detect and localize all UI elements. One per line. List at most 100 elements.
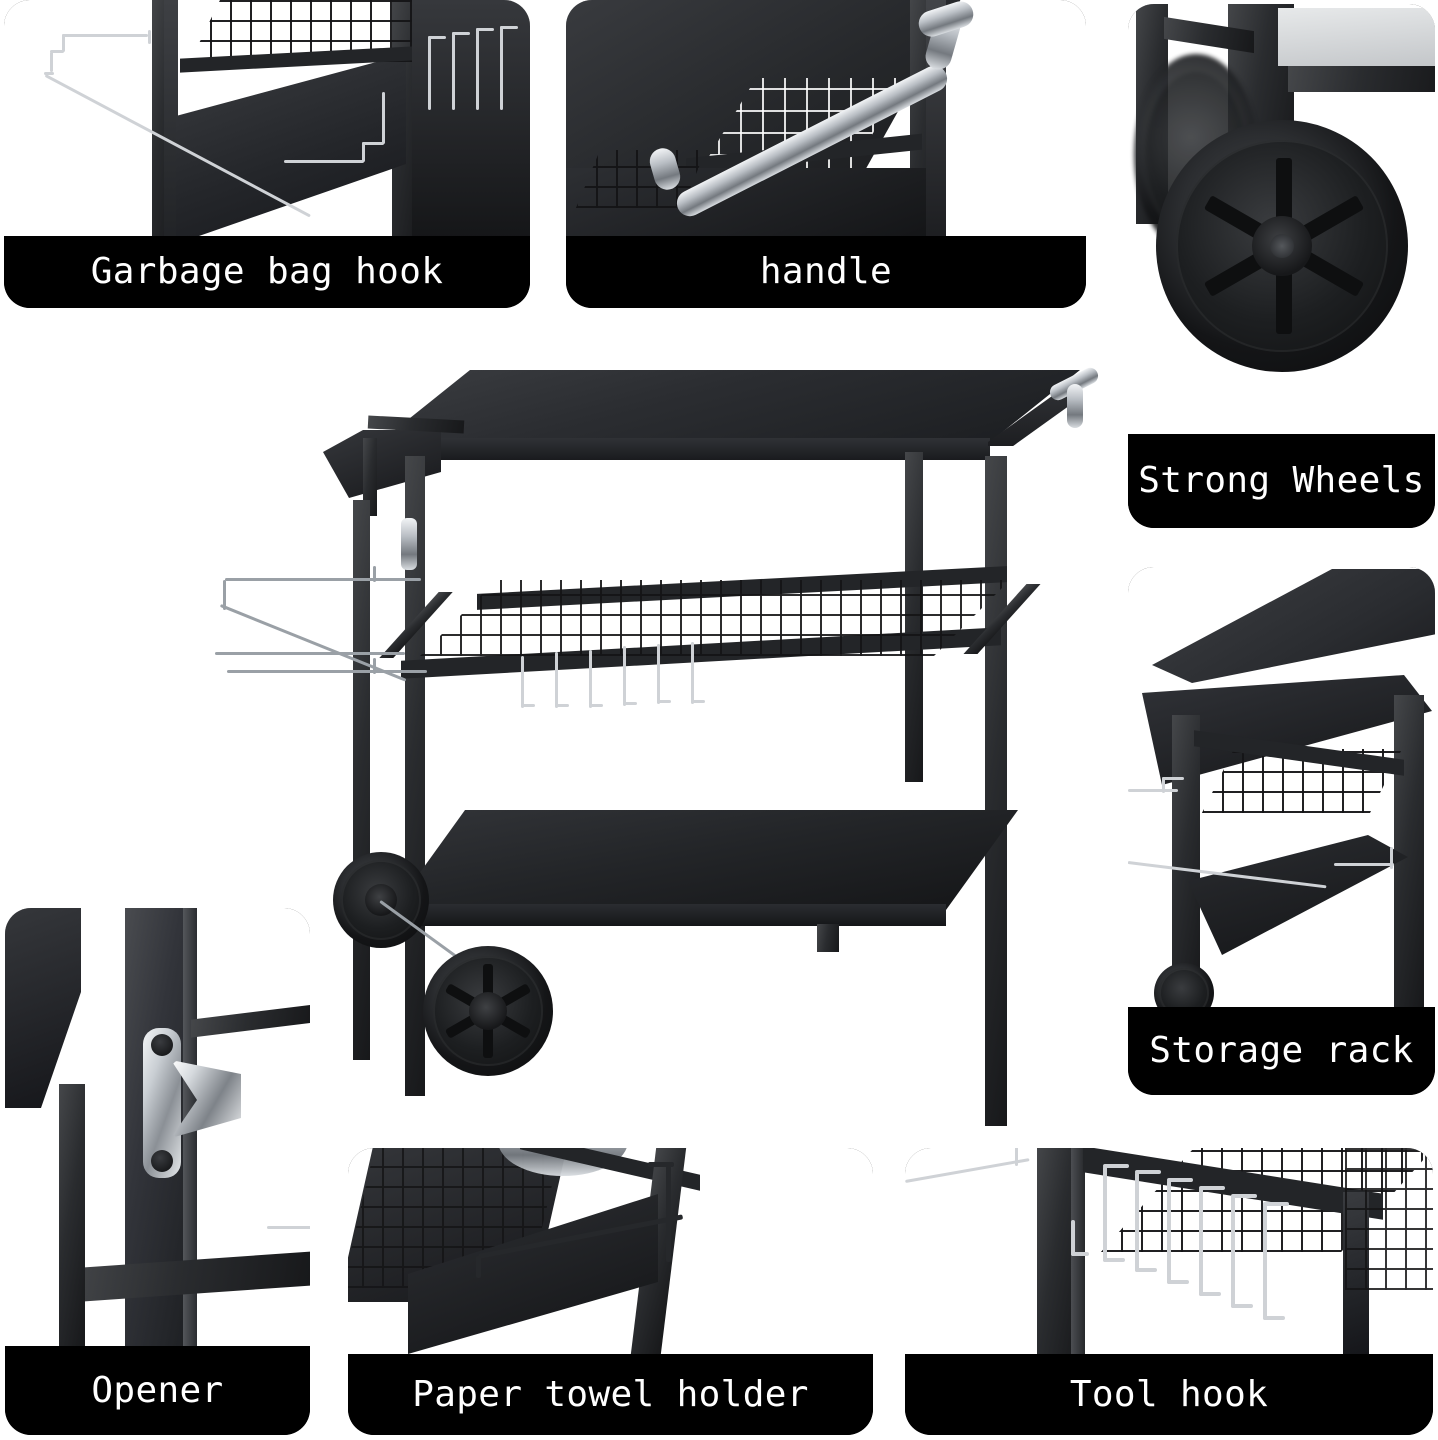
- feature-panel-opener[interactable]: Opener: [5, 908, 310, 1435]
- opener-scene: [5, 908, 310, 1346]
- hero-scene: [205, 352, 1125, 1142]
- feature-panel-strong-wheels[interactable]: Strong Wheels: [1128, 4, 1435, 528]
- feature-panel-handle[interactable]: handle: [566, 0, 1086, 308]
- s-hook-3-stem: [1167, 1180, 1171, 1284]
- rack-leg-right: [1394, 695, 1424, 1007]
- tool-hook-2: [555, 652, 558, 708]
- tabletop-edge: [380, 438, 990, 460]
- s-hook-6-stem: [1263, 1204, 1267, 1320]
- garbage-bag-hook-upper: [225, 578, 421, 581]
- garbage-hook-tail: [148, 30, 151, 44]
- tool-hook-4: [623, 646, 626, 706]
- caption-text: Opener: [91, 1369, 224, 1411]
- s-hook-6-foot: [1263, 1316, 1285, 1320]
- panel-photo-garbage-bag-hook: [4, 0, 530, 236]
- s-hook-1-foot: [1103, 1258, 1125, 1262]
- product-hero-image: [205, 352, 1125, 1142]
- tool-hook-6: [691, 642, 694, 704]
- feature-panel-tool-hook[interactable]: Tool hook: [905, 1148, 1433, 1435]
- s-hook-5-foot: [1231, 1304, 1253, 1308]
- storage-rack-scene: [1128, 567, 1435, 1007]
- wheels-shelf-slab: [1278, 8, 1435, 66]
- side-tray-support: [363, 438, 377, 516]
- s-hook-5-top: [1231, 1194, 1257, 1198]
- leg-rear-left: [353, 500, 370, 1060]
- panel-photo-opener: [5, 908, 310, 1346]
- panel-photo-handle: [566, 0, 1086, 236]
- rack-tabletop: [1152, 569, 1435, 683]
- tool-hook-mesh-right: [1345, 1148, 1433, 1290]
- wheel-front-hub: [469, 992, 507, 1030]
- rack-upper-hook: [1128, 789, 1178, 792]
- caption-paper-towel-holder: Paper towel holder: [348, 1354, 873, 1435]
- bottle-opener-bolt-bottom: [151, 1150, 173, 1172]
- caption-text: Paper towel holder: [412, 1373, 809, 1415]
- s-hook-1-stem: [1103, 1166, 1107, 1262]
- feature-panel-garbage-bag-hook[interactable]: Garbage bag hook: [4, 0, 530, 308]
- rack-upper-hook-step: [1162, 777, 1165, 793]
- s-hook-4-top: [1199, 1186, 1225, 1190]
- tool-hook-garbage-wire: [905, 1158, 1030, 1183]
- bottle-opener-bolt-top: [151, 1034, 173, 1056]
- garbage-hook-step-4: [44, 72, 54, 75]
- tool-hook-scene: [905, 1148, 1433, 1354]
- leg-front-right: [985, 456, 1007, 1126]
- feature-panel-storage-rack[interactable]: Storage rack: [1128, 567, 1435, 1095]
- s-hook-3-foot: [1167, 1280, 1189, 1284]
- s-hook-4-stem: [1199, 1188, 1203, 1296]
- opener-back-panel: [5, 908, 81, 1108]
- garbage-bag-hook-upper-angle: [223, 580, 226, 610]
- caption-tool-hook: Tool hook: [905, 1354, 1433, 1435]
- paper-towel-holder-tip: [476, 1256, 481, 1278]
- s-hook-2-stem: [1135, 1172, 1139, 1272]
- tool-hook-post-edge: [1071, 1148, 1085, 1354]
- s-hook-4-foot: [1199, 1292, 1221, 1296]
- opener-crossbar-top: [191, 1004, 310, 1038]
- bottom-shelf-edge: [393, 904, 946, 926]
- caption-text: Storage rack: [1149, 1030, 1414, 1071]
- garbage-hook-bracket: [382, 92, 385, 144]
- garbage-hook-bottom-step: [362, 142, 365, 162]
- caption-storage-rack: Storage rack: [1128, 1007, 1435, 1095]
- paper-towel-bar: [215, 652, 405, 655]
- caption-text: Strong Wheels: [1138, 460, 1425, 501]
- bottom-shelf-foot: [817, 924, 839, 952]
- caption-text: Tool hook: [1069, 1373, 1269, 1415]
- s-hook-2-top: [1135, 1170, 1161, 1174]
- cart-side-panel: [176, 54, 406, 236]
- feature-panel-paper-towel-holder[interactable]: Paper towel holder: [348, 1148, 873, 1435]
- tabletop-surface: [380, 370, 1080, 442]
- right-side-wall: [412, 0, 530, 236]
- paper-towel-holder-arm: [666, 1166, 671, 1262]
- panel-tool-hook-3: [476, 28, 479, 110]
- panel-tool-hook-3-top: [476, 28, 494, 31]
- panel-photo-storage-rack: [1128, 567, 1435, 1007]
- garbage-hook-step-2: [50, 50, 64, 53]
- rack-leg-left: [1172, 715, 1200, 1007]
- garbage-bag-hook-tab-a: [373, 566, 376, 582]
- rack-lower-hook-tab: [1390, 847, 1393, 869]
- garbage-hook-step-3: [50, 52, 53, 72]
- s-hook-6-top: [1263, 1202, 1289, 1206]
- panel-photo-paper-towel-holder: [348, 1148, 873, 1354]
- s-hook-1-top: [1103, 1164, 1129, 1168]
- tool-hook-2-curve: [555, 704, 569, 707]
- garbage-bag-hook-lower: [227, 670, 427, 673]
- panel-tool-hook-1: [428, 36, 431, 110]
- rack-bottom-shelf: [1188, 835, 1408, 955]
- wheels-shelf-edge: [1288, 66, 1435, 92]
- bottom-shelf-surface: [393, 810, 1018, 910]
- tool-hook-3-curve: [589, 704, 603, 707]
- caption-garbage-bag-hook: Garbage bag hook: [4, 236, 530, 308]
- panel-tool-hook-2: [452, 32, 455, 110]
- tool-hook-1-curve: [521, 704, 535, 707]
- caption-opener: Opener: [5, 1346, 310, 1435]
- panel-tool-hook-2-top: [452, 32, 470, 35]
- panel-tool-hook-4-top: [500, 26, 518, 29]
- garbage-bag-hook-tab-b: [373, 658, 376, 674]
- garbage-hook-scene: [4, 0, 530, 236]
- paper-towel-scene: [348, 1148, 873, 1354]
- garbage-hook-top-step: [62, 34, 65, 52]
- garbage-hook-bottom-wire: [284, 160, 364, 163]
